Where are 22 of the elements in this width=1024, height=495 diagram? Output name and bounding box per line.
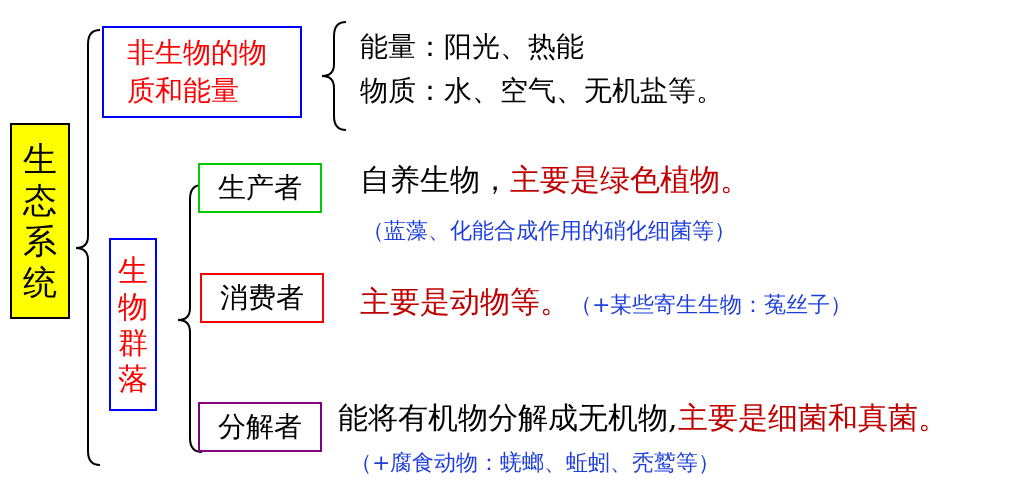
description-text: 主要是细菌和真菌。	[677, 399, 948, 437]
role-box	[200, 273, 324, 323]
description-text: 自养生物，	[360, 161, 510, 199]
node-label: 分解者	[218, 409, 302, 446]
node-label: 消费者	[220, 280, 304, 317]
node-label: 生产者	[218, 170, 302, 207]
description-text: 物质：水、空气、无机盐等。	[360, 73, 724, 109]
node-label: 非生物的物质和能量	[127, 35, 268, 109]
title-box	[10, 123, 70, 319]
description-text: 主要是绿色植物。	[510, 161, 750, 199]
description-text: 能将有机物分解成无机物,	[338, 399, 678, 437]
node-label: 生物群落	[118, 252, 148, 397]
note-text: （蓝藻、化能合成作用的硝化细菌等）	[362, 217, 736, 245]
category-box	[109, 238, 157, 411]
description-text: 能量：阳光、热能	[360, 29, 584, 65]
role-box	[198, 163, 322, 213]
node-label: 生态系统	[23, 139, 57, 303]
note-text: （+腐食动物：蜣螂、蚯蚓、秃鹫等）	[350, 449, 721, 477]
category-box	[102, 26, 302, 118]
description-text: 主要是动物等。	[360, 283, 570, 321]
note-text: （+某些寄生生物：菟丝子）	[570, 291, 853, 319]
role-box	[198, 402, 322, 452]
